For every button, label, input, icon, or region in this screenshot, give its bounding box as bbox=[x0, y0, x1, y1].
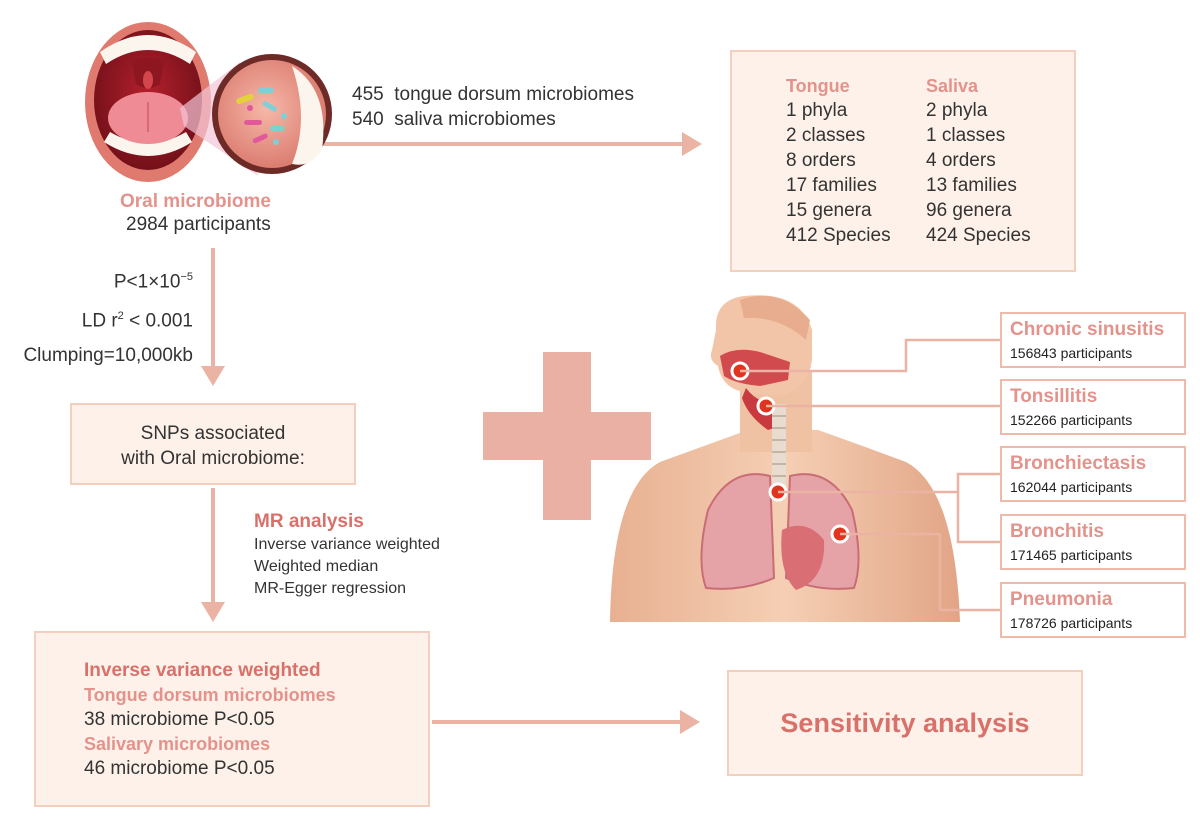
open-mouth-icon bbox=[85, 22, 211, 182]
arrow-to-results bbox=[201, 488, 225, 622]
results-title: Inverse variance weighted bbox=[84, 660, 321, 681]
tongue-heading: Tongue bbox=[786, 76, 850, 96]
disease-participants: 178726 participants bbox=[1010, 615, 1133, 631]
arrow-to-sensitivity bbox=[432, 710, 700, 734]
disease-participants: 156843 participants bbox=[1010, 345, 1133, 361]
disease-box-pneumonia: Pneumonia 178726 participants bbox=[1000, 582, 1186, 638]
disease-name: Bronchiectasis bbox=[1010, 453, 1147, 474]
disease-box-chronic-sinusitis: Chronic sinusitis 156843 participants bbox=[1000, 312, 1186, 368]
mr-method: MR-Egger regression bbox=[254, 580, 407, 597]
mr-method: Weighted median bbox=[254, 558, 379, 575]
tongue-row: 15 genera bbox=[786, 200, 872, 221]
results-box: Inverse variance weighted Tongue dorsum … bbox=[34, 631, 430, 807]
disease-box-tonsillitis: Tonsillitis 152266 participants bbox=[1000, 379, 1186, 435]
snps-line-2: with Oral microbiome: bbox=[121, 448, 305, 469]
saliva-count: 540 saliva microbiomes bbox=[352, 109, 556, 130]
p-threshold: P<1×10−5 bbox=[113, 271, 193, 293]
tongue-count: 455 tongue dorsum microbiomes bbox=[352, 84, 634, 105]
saliva-row: 96 genera bbox=[926, 200, 1012, 221]
saliva-row: 13 families bbox=[926, 175, 1017, 196]
selection-criteria: P<1×10−5 LD r2 < 0.001 Clumping=10,000kb bbox=[23, 260, 193, 373]
saliva-row: 424 Species bbox=[926, 225, 1031, 246]
saliva-row: 2 phyla bbox=[926, 100, 988, 121]
tongue-row: 2 classes bbox=[786, 125, 866, 146]
plus-icon bbox=[483, 352, 651, 520]
snps-box: SNPs associated with Oral microbiome: bbox=[70, 403, 356, 485]
microbe-magnifier-icon bbox=[212, 54, 332, 174]
disease-participants: 152266 participants bbox=[1010, 412, 1133, 428]
tongue-row: 17 families bbox=[786, 175, 877, 196]
mr-method: Inverse variance weighted bbox=[254, 536, 440, 553]
sensitivity-box: Sensitivity analysis bbox=[727, 670, 1083, 776]
tongue-row: 8 orders bbox=[786, 150, 856, 171]
mr-analysis: MR analysis Inverse variance weighted We… bbox=[254, 510, 440, 600]
saliva-row: 1 classes bbox=[926, 125, 1006, 146]
disease-box-bronchiectasis: Bronchiectasis 162044 participants bbox=[1000, 446, 1186, 502]
arrow-to-snps bbox=[201, 248, 225, 386]
clumping-window: Clumping=10,000kb bbox=[23, 344, 193, 366]
ld-threshold: LD r2 < 0.001 bbox=[81, 310, 193, 332]
saliva-results-value: 46 microbiome P<0.05 bbox=[84, 758, 275, 779]
disease-name: Pneumonia bbox=[1010, 589, 1113, 610]
disease-participants: 162044 participants bbox=[1010, 479, 1133, 495]
disease-connectors bbox=[740, 338, 1000, 612]
tongue-row: 1 phyla bbox=[786, 100, 848, 121]
disease-name: Bronchitis bbox=[1010, 521, 1104, 542]
sensitivity-title: Sensitivity analysis bbox=[780, 707, 1030, 738]
disease-name: Chronic sinusitis bbox=[1010, 319, 1165, 340]
disease-box-bronchitis: Bronchitis 171465 participants bbox=[1000, 514, 1186, 570]
disease-name: Tonsillitis bbox=[1010, 386, 1098, 407]
saliva-column: Saliva 2 phyla 1 classes 4 orders 13 fam… bbox=[926, 74, 1031, 248]
tongue-column: Tongue 1 phyla 2 classes 8 orders 17 fam… bbox=[786, 74, 891, 248]
snps-line-1: SNPs associated bbox=[140, 423, 286, 444]
mr-title: MR analysis bbox=[254, 511, 364, 532]
tongue-row: 412 Species bbox=[786, 225, 891, 246]
human-respiratory-icon bbox=[610, 295, 960, 622]
taxa-box: Tongue 1 phyla 2 classes 8 orders 17 fam… bbox=[730, 50, 1076, 272]
saliva-row: 4 orders bbox=[926, 150, 996, 171]
tongue-results-label: Tongue dorsum microbiomes bbox=[84, 685, 336, 705]
oral-participants: 2984 participants bbox=[126, 214, 271, 235]
saliva-heading: Saliva bbox=[926, 76, 979, 96]
tongue-results-value: 38 microbiome P<0.05 bbox=[84, 709, 275, 730]
arrow-to-taxa bbox=[320, 132, 702, 156]
oral-microbiome-label: Oral microbiome bbox=[120, 191, 271, 212]
results-content: Inverse variance weighted Tongue dorsum … bbox=[84, 659, 336, 781]
disease-participants: 171465 participants bbox=[1010, 547, 1133, 563]
saliva-results-label: Salivary microbiomes bbox=[84, 734, 271, 754]
